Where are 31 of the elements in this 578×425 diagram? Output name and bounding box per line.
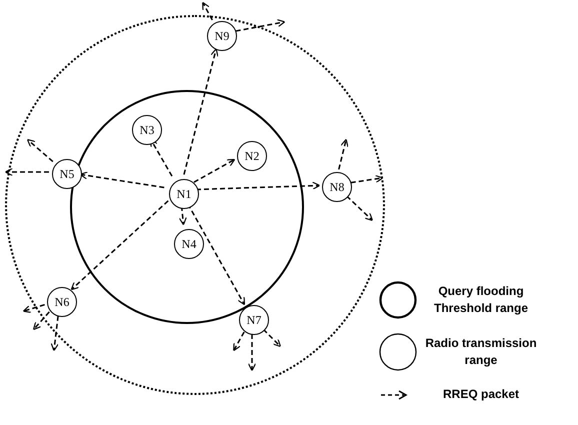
legend-text: Query flooding Threshold range	[432, 283, 529, 317]
legend-text: Radio transmission range	[424, 335, 538, 369]
arrow	[350, 174, 384, 184]
arrow	[202, 2, 213, 20]
arrow	[196, 182, 320, 190]
node-circle: N4	[174, 229, 204, 259]
arrow	[50, 316, 59, 352]
arrow	[338, 138, 348, 170]
node-circle: N5	[52, 159, 82, 189]
arrow	[183, 48, 218, 175]
node-circle: N3	[132, 115, 162, 145]
arrow	[4, 168, 49, 176]
node-circle: N9	[207, 21, 237, 51]
arrow	[32, 311, 50, 330]
arrow	[70, 200, 169, 290]
arrow	[194, 158, 236, 183]
arrow	[80, 171, 164, 188]
arrow	[233, 332, 245, 352]
arrow	[248, 334, 256, 372]
node-circle: N8	[322, 172, 352, 202]
arrow	[262, 328, 282, 348]
node-circle: N2	[237, 141, 267, 171]
arrow	[22, 304, 45, 314]
arrow	[26, 138, 54, 162]
arrow	[346, 195, 374, 222]
node-circle: N7	[239, 305, 269, 335]
arrow	[236, 19, 286, 32]
node-circle: N6	[47, 287, 77, 317]
range-circle	[5, 15, 385, 395]
legend-text: RREQ packet	[442, 386, 520, 403]
node-circle: N1	[169, 179, 199, 209]
